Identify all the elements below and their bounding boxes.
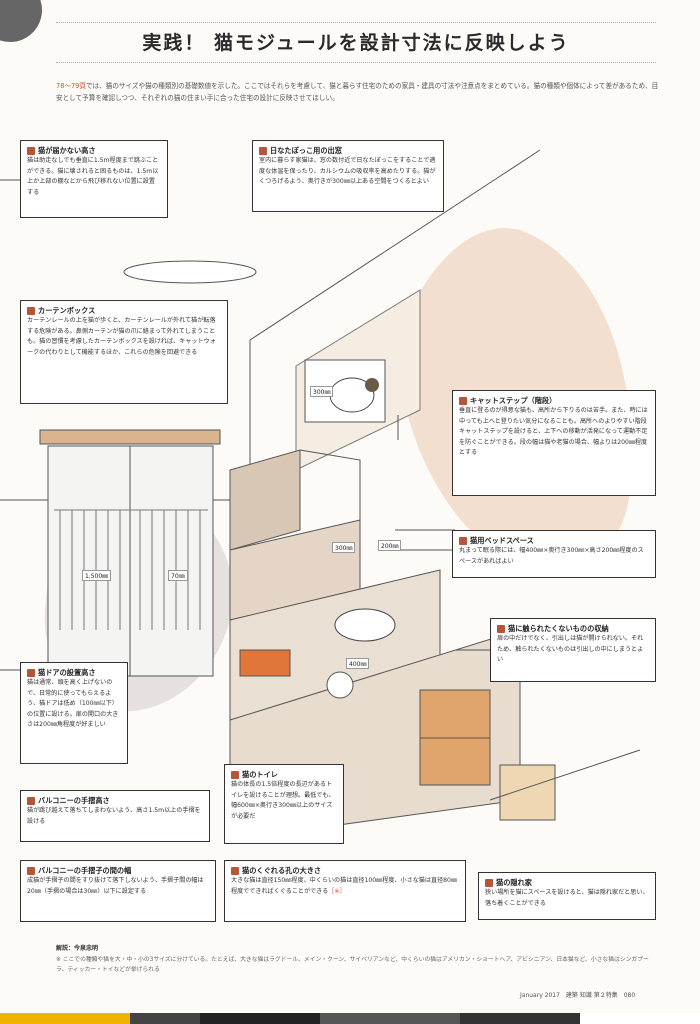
cat-face-icon	[27, 306, 35, 315]
cat-face-icon	[27, 146, 35, 155]
bar-segment-6	[580, 1013, 700, 1024]
page-title: 実践！ 猫モジュールを設計寸法に反映しよう	[142, 32, 570, 54]
floor-line-right	[489, 749, 641, 801]
cat-hideout	[499, 764, 556, 821]
callout-bed-space: 猫用ベッドスペース 丸まって眠る際には、幅400㎜×奥行き300㎜×高さ200㎜…	[452, 530, 656, 578]
title-rule-top	[56, 22, 656, 23]
callout-hole-size-text: 大きな猫は直径150㎜程度、中くらいの猫は直径100㎜程度、小さな猫は直径80㎜…	[231, 877, 458, 895]
cat-face-icon	[231, 866, 239, 875]
cat-face-icon	[459, 396, 467, 405]
intro-page-ref: 78〜79頁	[56, 82, 86, 90]
cat-spot	[365, 378, 379, 392]
ceiling-light	[123, 260, 257, 284]
callout-hideout: 猫の隠れ家 狭い場所を猫にスペースを設けると、猫は隠れ家だと思い、落ち着くことが…	[478, 872, 656, 920]
intro-body: では、猫のサイズや猫の種類別の基礎数値を示した。ここではそれらを考慮して、猫と暮…	[56, 82, 659, 102]
callout-storage: 猫に触られたくないものの収納 扉の中だけでなく、引出しは猫が開けられない。それた…	[490, 618, 656, 682]
title-rule-bottom	[56, 62, 656, 63]
page-info: January 2017 建築 知識 第２特集 080	[520, 992, 636, 999]
callout-bed-space-body: 丸まって眠る際には、幅400㎜×奥行き300㎜×高さ200㎜程度のスペースがあれ…	[459, 547, 644, 565]
cat-face-icon	[27, 668, 35, 677]
callout-ceiling-height-head: 猫が届かない高さ	[38, 146, 96, 155]
bar-segment-1	[0, 1013, 130, 1024]
cat-face-icon	[459, 536, 467, 545]
sleeping-cat	[334, 608, 396, 642]
callout-bay-window-body: 室内に暮らす家猫は、窓の数付近で日なたぼっこをすることで適度な体温を保ったり、カ…	[259, 157, 436, 185]
callout-bay-window: 日なたぼっこ用の出窓 室内に暮らす家猫は、窓の数付近で日なたぼっこをすることで適…	[252, 140, 444, 212]
callout-storage-head: 猫に触られたくないものの収納	[508, 624, 609, 633]
callout-hole-size-ref: ［※］	[328, 887, 346, 895]
footer-note: ※ ここでの種類や猫を大・中・小の3サイズに分けている。たとえば、大きな猫はラグ…	[56, 957, 649, 973]
callout-bed-space-head: 猫用ベッドスペース	[470, 536, 534, 545]
dim-label-300-window: 300㎜	[310, 386, 334, 397]
bottom-color-bar	[0, 1013, 700, 1024]
callout-hole-size: 猫のくぐれる孔の大きさ 大きな猫は直径150㎜程度、中くらいの猫は直径100㎜程…	[224, 860, 466, 922]
callout-ceiling-height: 猫が届かない高さ 猫は助走なしでも垂直に1.5m程度まで跳ぶことができる。猫に壊…	[20, 140, 168, 218]
callout-cat-door-body: 猫は通常、頭を高く上げないので、日常的に使ってもらえるよう、猫ドアは低め（100…	[27, 679, 119, 728]
shelf-top-cube	[229, 449, 301, 551]
cat-toilet	[239, 649, 291, 677]
callout-balcony-height-head: バルコニーの手摺高さ	[38, 796, 110, 805]
dim-label-200: 200㎜	[378, 540, 402, 551]
callout-hideout-body: 狭い場所を猫にスペースを設けると、猫は隠れ家だと思い、落ち着くことができる	[485, 889, 649, 907]
callout-cat-toilet: 猫のトイレ 猫の体長の1.5倍程度の長辺があるトイレを設けることが理想。最低でも…	[224, 764, 344, 844]
cat-face-icon	[27, 796, 35, 805]
intro-text: 78〜79頁では、猫のサイズや猫の種類別の基礎数値を示した。ここではそれらを考慮…	[56, 80, 661, 104]
curtain-box	[39, 429, 221, 445]
callout-balcony-height: バルコニーの手摺高さ 猫が跳び越えて落ちてしまわないよう、高さ1.5m以上の手摺…	[20, 790, 210, 842]
callout-curtain-box-head: カーテンボックス	[38, 306, 96, 315]
callout-curtain-box-body: カーテンレールの上を猫が歩くと、カーテンレールが外れて猫が転落する危険がある。鼻…	[27, 317, 216, 356]
callout-cat-step-head: キャットステップ（階段）	[470, 396, 557, 405]
cat-face-icon	[497, 624, 505, 633]
callout-cat-toilet-body: 猫の体長の1.5倍程度の長辺があるトイレを設けることが理想。最低でも、幅600㎜…	[231, 781, 335, 820]
bar-segment-3	[200, 1013, 320, 1024]
cat-hole	[326, 671, 354, 699]
callout-hole-size-head: 猫のくぐれる孔の大きさ	[242, 866, 322, 875]
cat-face-icon	[231, 770, 239, 779]
callout-bay-window-head: 日なたぼっこ用の出窓	[270, 146, 342, 155]
callout-cat-step-body: 垂直に登るのが得意な猫も、高所から下りるのは苦手。また、時には中っても上へと登り…	[459, 407, 648, 456]
dim-label-300: 300㎜	[332, 542, 356, 553]
cat-face-icon	[485, 878, 493, 887]
roof-slope	[249, 149, 541, 341]
page-corner-tab	[0, 0, 42, 42]
callout-cat-door: 猫ドアの設置高さ 猫は通常、頭を高く上げないので、日常的に使ってもらえるよう、猫…	[20, 662, 128, 764]
callout-hideout-head: 猫の隠れ家	[496, 878, 532, 887]
dim-label-1500: 1,500㎜	[82, 570, 112, 581]
callout-balcony-gap-body: 成猫が手摺子の間をすり抜けて落下しないよう、手摺子間の幅は20㎜（手摺の場合は3…	[27, 877, 204, 895]
callout-balcony-gap-head: バルコニーの手摺子の間の幅	[38, 866, 132, 875]
callout-cat-step: キャットステップ（階段） 垂直に登るのが得意な猫も、高所から下りるのは苦手。また…	[452, 390, 656, 496]
callout-ceiling-height-body: 猫は助走なしでも垂直に1.5m程度まで跳ぶことができる。猫に壊されると困るものは…	[27, 157, 159, 196]
cat-face-icon	[27, 866, 35, 875]
callout-balcony-gap: バルコニーの手摺子の間の幅 成猫が手摺子の間をすり抜けて落下しないよう、手摺子間…	[20, 860, 216, 922]
callout-storage-body: 扉の中だけでなく、引出しは猫が開けられない。それため、触られたくないものは引出し…	[497, 635, 644, 663]
callout-curtain-box: カーテンボックス カーテンレールの上を猫が歩くと、カーテンレールが外れて猫が転落…	[20, 300, 228, 404]
bar-segment-5	[460, 1013, 580, 1024]
callout-balcony-height-body: 猫が跳び越えて落ちてしまわないよう、高さ1.5m以上の手摺を設ける	[27, 807, 201, 825]
bar-segment-2	[130, 1013, 200, 1024]
bar-segment-4	[320, 1013, 460, 1024]
shelf-edge	[299, 449, 361, 520]
dim-label-400: 400㎜	[346, 658, 370, 669]
callout-hole-size-body: 大きな猫は直径150㎜程度、中くらいの猫は直径100㎜程度、小さな猫は直径80㎜…	[231, 876, 459, 897]
footer-credit: 解説：今泉忠明	[56, 945, 99, 952]
cat-face-icon	[259, 146, 267, 155]
callout-cat-door-head: 猫ドアの設置高さ	[38, 668, 96, 677]
callout-cat-toilet-head: 猫のトイレ	[242, 770, 278, 779]
dim-label-70: 70㎜	[168, 570, 188, 581]
